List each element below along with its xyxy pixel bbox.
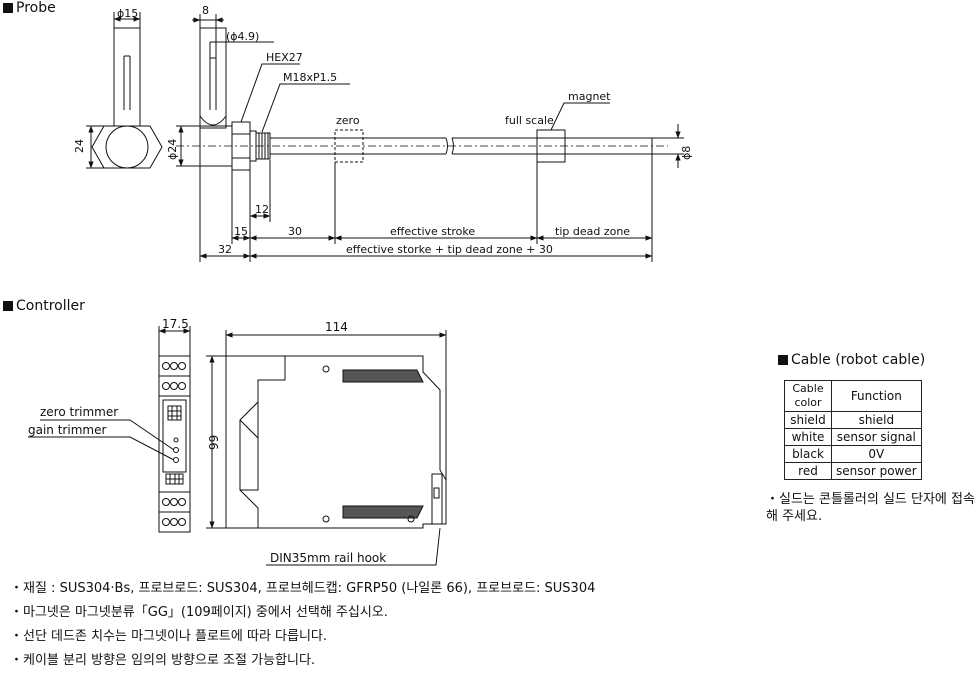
label-gain-trimmer: gain trimmer bbox=[28, 423, 106, 437]
probe-section-title: Probe bbox=[3, 0, 56, 16]
cable-table-header: Cable color Function bbox=[784, 380, 922, 412]
table-row: shield shield bbox=[784, 411, 922, 429]
cell-function: sensor signal bbox=[831, 428, 922, 446]
controller-section-title: Controller bbox=[3, 298, 85, 314]
note-item: ・케이블 분리 방향은 임의의 방향으로 조절 가능합니다. bbox=[10, 653, 316, 668]
square-bullet-icon bbox=[3, 301, 13, 311]
dim-effective-stroke: effective stroke bbox=[390, 225, 475, 238]
probe-labels: ϕ15 8 (ϕ4.9) HEX27 M18xP1.5 magnet zero … bbox=[73, 4, 693, 256]
controller-side-view bbox=[28, 326, 191, 533]
cell-function: 0V bbox=[831, 445, 922, 463]
dim-phi49: (ϕ4.9) bbox=[226, 30, 259, 43]
dim-114: 114 bbox=[325, 320, 348, 334]
dim-12: 12 bbox=[255, 203, 269, 216]
dim-15: 15 bbox=[234, 225, 248, 238]
label-rail-hook: DIN35mm rail hook bbox=[270, 551, 386, 565]
cable-section-title: Cable (robot cable) bbox=[778, 352, 925, 368]
dim-99: 99 bbox=[207, 435, 221, 450]
cell-color: black bbox=[784, 445, 832, 463]
table-row: black 0V bbox=[784, 445, 922, 463]
table-row: white sensor signal bbox=[784, 428, 922, 446]
header-function: Function bbox=[831, 380, 922, 412]
label-thread: M18xP1.5 bbox=[283, 71, 337, 84]
cell-function: shield bbox=[831, 411, 922, 429]
label-zero-trimmer: zero trimmer bbox=[40, 405, 118, 419]
note-item: ・선단 데드존 치수는 마그넷이나 플로트에 따라 다릅니다. bbox=[10, 629, 328, 644]
dim-phi24: ϕ24 bbox=[166, 139, 179, 160]
probe-front-view bbox=[176, 27, 668, 171]
note-item: ・마그넷은 마그넷분류「GG」(109페이지) 중에서 선택해 주십시오. bbox=[10, 605, 388, 620]
cell-color: red bbox=[784, 462, 832, 480]
dim-phi15: ϕ15 bbox=[117, 7, 138, 20]
dim-30: 30 bbox=[288, 225, 302, 238]
cell-function: sensor power bbox=[831, 462, 922, 480]
probe-side-view bbox=[86, 12, 163, 169]
dim-17-5: 17.5 bbox=[162, 317, 189, 331]
square-bullet-icon bbox=[778, 355, 788, 365]
dim-phi8: ϕ8 bbox=[680, 146, 693, 160]
label-magnet: magnet bbox=[568, 90, 611, 103]
probe-dimension-lines bbox=[176, 14, 684, 262]
dim-total: effective storke + tip dead zone + 30 bbox=[346, 243, 553, 256]
cable-note: ・실드는 콘틀롤러의 실드 단자에 접속해 주세요. bbox=[766, 492, 975, 524]
dim-tip-dead-zone: tip dead zone bbox=[555, 225, 630, 238]
controller-front-view bbox=[206, 330, 447, 566]
table-row: red sensor power bbox=[784, 462, 922, 480]
controller-labels: 17.5 114 99 zero trimmer gain trimmer DI… bbox=[28, 317, 386, 565]
dim-32: 32 bbox=[218, 243, 232, 256]
dim-8: 8 bbox=[202, 4, 209, 17]
notes-list: ・재질 : SUS304·Bs, 프로브로드: SUS304, 프로브헤드캡: … bbox=[10, 577, 595, 673]
header-cable-color: Cable color bbox=[784, 380, 832, 412]
dim-24: 24 bbox=[73, 139, 86, 153]
cable-table: Cable color Function shield shield white… bbox=[784, 380, 922, 480]
cell-color: white bbox=[784, 428, 832, 446]
label-hex27: HEX27 bbox=[266, 51, 303, 64]
label-full-scale: full scale bbox=[505, 114, 554, 127]
square-bullet-icon bbox=[3, 3, 13, 13]
cable-table-wrapper: Cable color Function shield shield white… bbox=[784, 380, 922, 480]
label-zero: zero bbox=[336, 114, 360, 127]
note-item: ・재질 : SUS304·Bs, 프로브로드: SUS304, 프로브헤드캡: … bbox=[10, 581, 596, 596]
cell-color: shield bbox=[784, 411, 832, 429]
